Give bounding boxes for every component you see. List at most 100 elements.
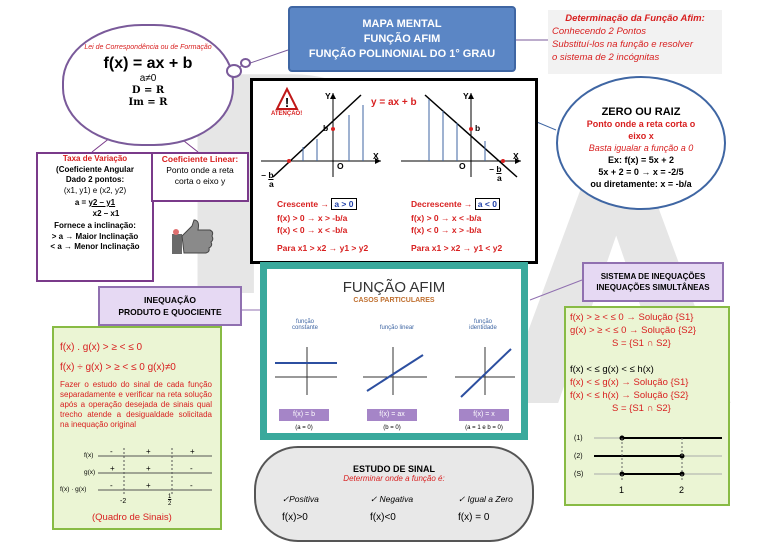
caso-label-2: função linear bbox=[367, 325, 427, 331]
estudo-sub: Determinar onde a função é: bbox=[256, 474, 532, 483]
coef-title: Coeficiente Linear: bbox=[153, 154, 247, 165]
axis-y-right: Y bbox=[463, 91, 469, 101]
warning-label: ATENÇÃO! bbox=[271, 111, 302, 117]
estudo-title: ESTUDO DE SINAL bbox=[256, 464, 532, 474]
determinacao-line-1: Conhecendo 2 Pontos bbox=[552, 25, 718, 38]
estudo-v1: f(x)>0 bbox=[282, 512, 308, 523]
sist-row-1: (1) bbox=[574, 433, 583, 446]
check-icon: ✓ bbox=[370, 494, 377, 504]
domain-label: D = R bbox=[64, 85, 232, 97]
estudo-col-1: ✓Positiva bbox=[282, 494, 319, 505]
crescente-line-2: f(x) < 0 → x < -b/a bbox=[277, 225, 347, 235]
svg-text:!: ! bbox=[285, 95, 289, 110]
zero-line-2: eixo x bbox=[558, 130, 724, 142]
crescente-line-1: f(x) > 0 → x > -b/a bbox=[277, 213, 347, 223]
coef-line-1: Ponto onde a reta bbox=[153, 165, 247, 176]
sign-tick-1: -2 bbox=[120, 496, 126, 507]
image-label: Im = R bbox=[64, 97, 232, 109]
root-left: – b a bbox=[261, 171, 274, 189]
sist-row-2: (2) bbox=[574, 451, 583, 464]
sign-tick-2: 1 2 bbox=[168, 494, 171, 508]
svg-text:+: + bbox=[110, 464, 115, 473]
estudo-c3: Igual a Zero bbox=[468, 494, 513, 504]
taxa-line-7: < a → Menor Inclinação bbox=[38, 242, 152, 253]
cloud-bubble-1 bbox=[226, 64, 242, 78]
svg-text:-: - bbox=[190, 481, 193, 490]
taxa-formula: a = y2 – y1 bbox=[38, 198, 152, 209]
taxa-line-6: > a → Maior Inclinação bbox=[38, 232, 152, 243]
svg-text:+: + bbox=[190, 447, 195, 456]
root-left-den: a bbox=[261, 179, 274, 189]
casos-panel-inner: FUNÇÃO AFIM CASOS PARTICULARES função co… bbox=[267, 269, 521, 433]
estudo-sinal-box: ESTUDO DE SINAL Determinar onde a função… bbox=[254, 446, 534, 542]
graph-crescente-decrescente: ! ATENÇÃO! y = ax + b Y X O b – b a Y X … bbox=[250, 78, 538, 264]
casos-title: FUNÇÃO AFIM bbox=[267, 279, 521, 296]
sign-tick-2-num: 1 bbox=[168, 494, 171, 500]
caso-label-1: função constante bbox=[285, 319, 325, 331]
casos-subtitle: CASOS PARTICULARES bbox=[267, 297, 521, 304]
origin-right: O bbox=[459, 161, 466, 171]
zero-line-6: ou diretamente: x = -b/a bbox=[558, 178, 724, 190]
coef-line-2: corta o eixo y bbox=[153, 176, 247, 187]
sign-chart: - + + + + - - + - bbox=[54, 446, 220, 512]
crescente-label: Crescente → bbox=[277, 199, 329, 209]
caso-note-1: (a = 0) bbox=[279, 425, 329, 431]
sign-tick-2-den: 2 bbox=[168, 501, 171, 507]
caso-formula-2: f(x) = ax bbox=[367, 409, 417, 421]
caso-note-2: (b = 0) bbox=[367, 425, 417, 431]
svg-text:-: - bbox=[190, 464, 193, 473]
axis-x-left: X bbox=[373, 151, 379, 161]
decrescente-label: Decrescente → bbox=[411, 199, 472, 209]
a-condition: a≠0 bbox=[64, 73, 232, 85]
title-line-1: MAPA MENTAL bbox=[290, 17, 514, 32]
sist-tick-1: 1 bbox=[619, 484, 624, 497]
decrescente-line-1: f(x) > 0 → x < -b/a bbox=[411, 213, 481, 223]
decrescente-line-2: f(x) < 0 → x > -b/a bbox=[411, 225, 481, 235]
sistema-box: f(x) > ≥ < ≤ 0 → Solução {S1} g(x) > ≥ <… bbox=[564, 306, 730, 506]
axis-y-left: Y bbox=[325, 91, 331, 101]
zero-line-4: Ex: f(x) = 5x + 2 bbox=[558, 154, 724, 166]
b-label-left: b bbox=[323, 123, 328, 133]
sist-b3: S = {S1 ∩ S2} bbox=[612, 403, 671, 416]
taxa-line-3: (x1, y1) e (x2, y2) bbox=[38, 186, 152, 197]
taxa-line-5: Fornece a inclinação: bbox=[38, 221, 152, 232]
casos-graphs bbox=[267, 339, 521, 399]
title-line-2: FUNÇÃO AFIM bbox=[290, 32, 514, 47]
taxa-title: Taxa de Variação bbox=[38, 154, 152, 165]
sistema-header: SISTEMA DE INEQUAÇÕES INEQUAÇÕES SIMULTÂ… bbox=[582, 262, 724, 302]
caso-formula-1: f(x) = b bbox=[279, 409, 329, 421]
sign-row-3: f(x) · g(x) bbox=[60, 484, 86, 495]
svg-text:-: - bbox=[110, 447, 113, 456]
taxa-line-2: Dado 2 pontos: bbox=[38, 175, 152, 186]
sist-b1: f(x) < ≤ g(x) → Solução {S1} bbox=[570, 377, 688, 390]
title-line-3: FUNÇÃO POLINONIAL DO 1° GRAU bbox=[290, 47, 514, 62]
check-icon: ✓ bbox=[458, 494, 465, 504]
decrescente-line-3: Para x1 > x2 → y1 < y2 bbox=[411, 243, 502, 253]
determinacao-title: Determinação da Função Afim: bbox=[552, 12, 718, 25]
zero-line-1: Ponto onde a reta corta o bbox=[558, 118, 724, 130]
law-label: Lei de Correspondência ou de Formação bbox=[64, 44, 232, 51]
inequacao-box: f(x) . g(x) > ≥ < ≤ 0 f(x) ÷ g(x) > ≥ < … bbox=[52, 326, 222, 530]
crescente-line-3: Para x1 > x2 → y1 > y2 bbox=[277, 243, 368, 253]
caso-formula-3: f(x) = x bbox=[459, 409, 509, 421]
ineq-paragraph: Fazer o estudo do sinal de cada função s… bbox=[60, 380, 212, 430]
zero-line-5: 5x + 2 = 0 → x = -2/5 bbox=[558, 166, 724, 178]
graph-equation: y = ax + b bbox=[371, 97, 417, 108]
decrescente-row: Decrescente → a < 0 bbox=[411, 199, 500, 209]
svg-text:+: + bbox=[146, 447, 151, 456]
sist-a3: S = {S1 ∩ S2} bbox=[612, 338, 671, 351]
quadro-de-sinais: (Quadro de Sinais) bbox=[92, 512, 172, 523]
taxa-formula-num: y2 – y1 bbox=[88, 198, 115, 207]
sign-row-1: f(x) bbox=[84, 450, 93, 461]
svg-text:+: + bbox=[146, 464, 151, 473]
determinacao-line-2: Substituí-los na função e resolver bbox=[552, 38, 718, 51]
estudo-c1: Positiva bbox=[289, 494, 319, 504]
crescente-row: Crescente → a > 0 bbox=[277, 199, 357, 209]
ineq-line-1: f(x) . g(x) > ≥ < ≤ 0 bbox=[60, 342, 142, 353]
determinacao-line-3: o sistema de 2 incógnitas bbox=[552, 51, 718, 64]
taxa-formula-a: a = bbox=[75, 198, 89, 207]
sist-b0: f(x) < ≤ g(x) < ≤ h(x) bbox=[570, 364, 654, 377]
taxa-formula-den: x2 – x1 bbox=[38, 209, 152, 220]
caso-label-3: função identidade bbox=[463, 319, 503, 331]
svg-text:-: - bbox=[110, 481, 113, 490]
